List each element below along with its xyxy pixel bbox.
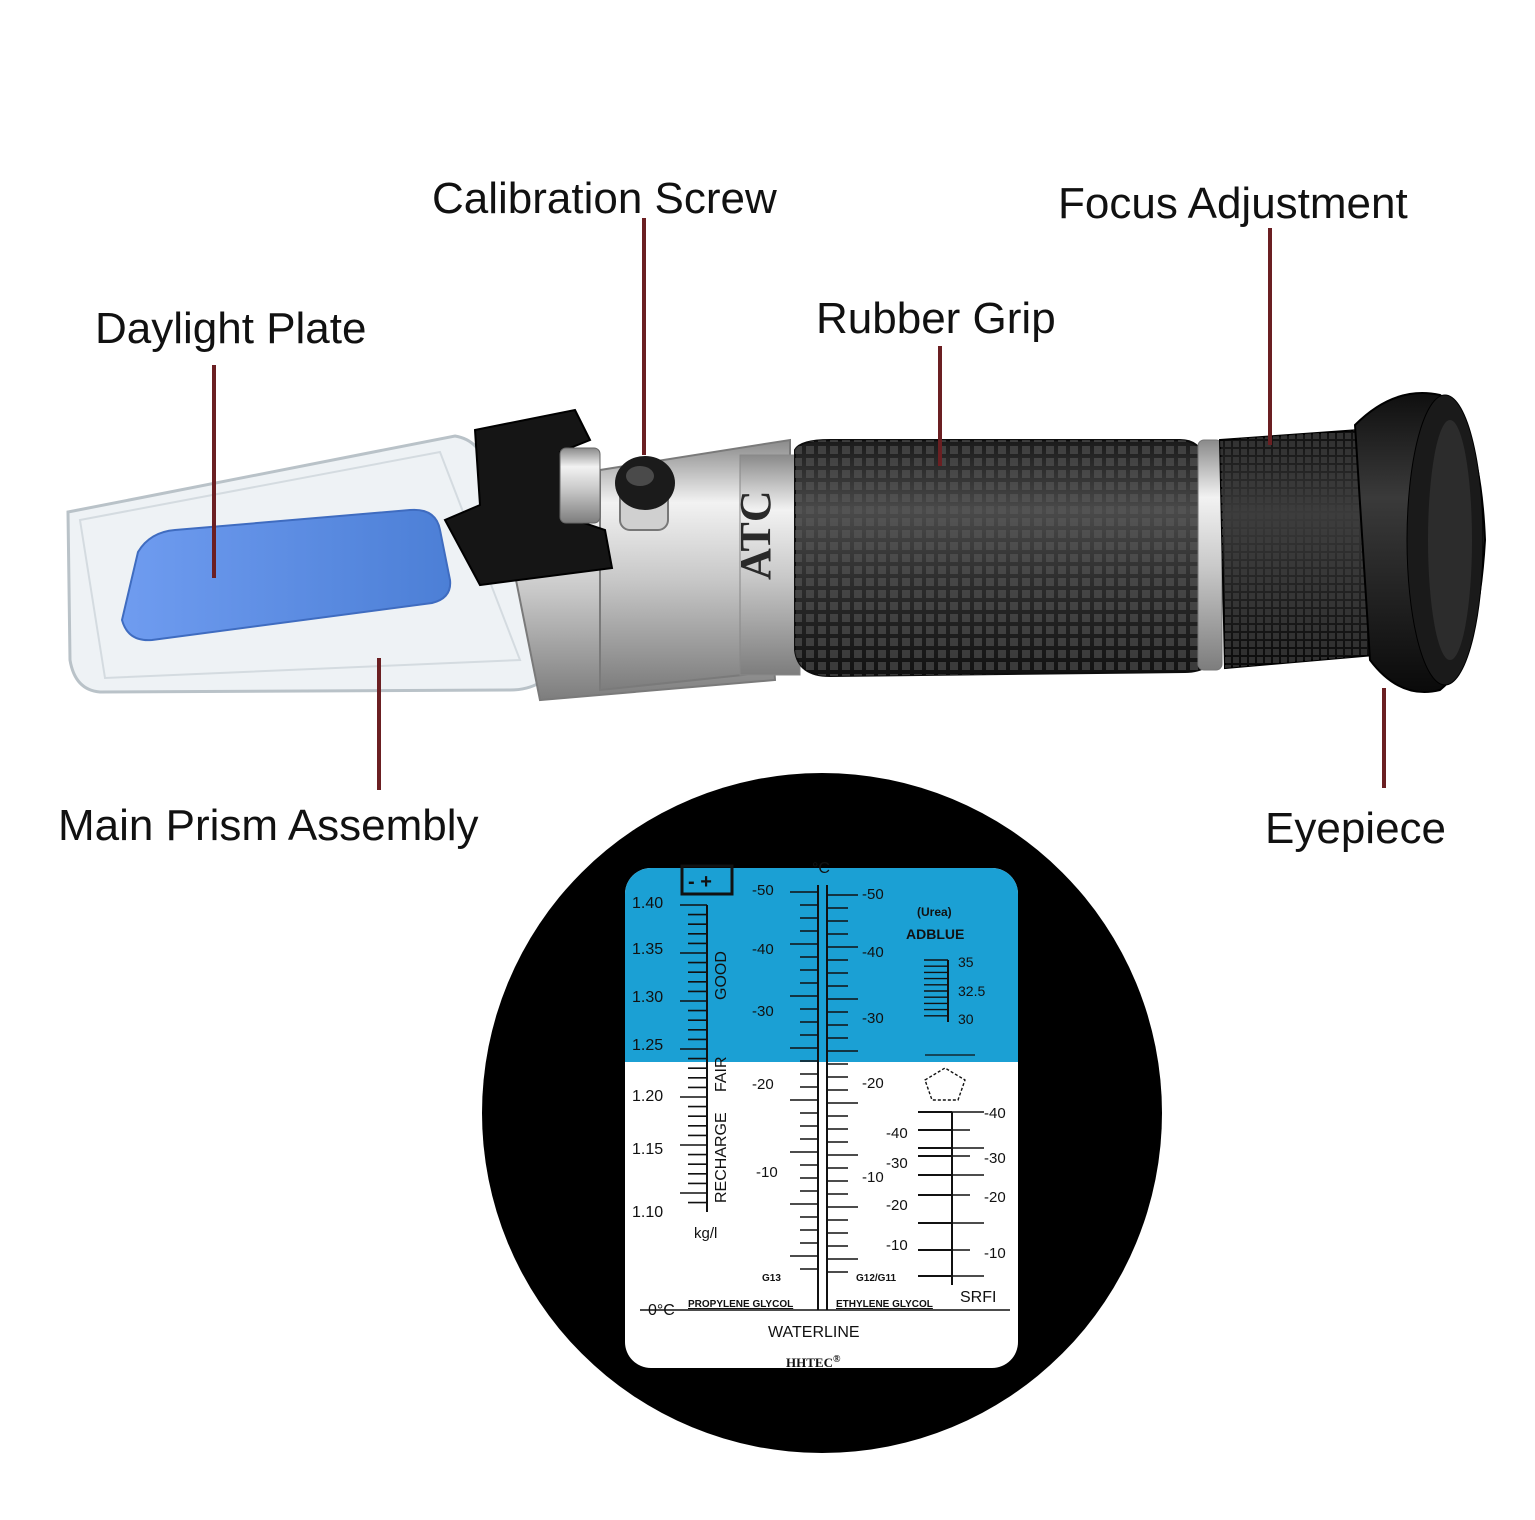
scale-view: °C - + 1.40 1.35 1.30 1.25 1.20 1.15 1.1… bbox=[482, 773, 1162, 1453]
srfi-right-label: -30 bbox=[984, 1150, 1006, 1167]
ethylene-scale-labels: -50 -40 -30 -20 -10 G12/G11 ETHYLENE GLY… bbox=[836, 886, 933, 1310]
propylene-label: PROPYLENE GLYCOL bbox=[688, 1299, 793, 1310]
adblue-sub: (Urea) bbox=[917, 905, 952, 919]
srfi-left-label: -40 bbox=[886, 1125, 908, 1142]
battery-tick-label: 1.10 bbox=[632, 1204, 663, 1221]
srfi-left-label: -10 bbox=[886, 1237, 908, 1254]
battery-symbol: - + bbox=[688, 871, 712, 893]
scale-ticks bbox=[640, 885, 1010, 1311]
srfi-right-label: -20 bbox=[984, 1189, 1006, 1206]
adblue-tick-label: 35 bbox=[958, 954, 974, 970]
label-rubber-grip: Rubber Grip bbox=[816, 294, 1056, 343]
ethylene-tick-label: -50 bbox=[862, 886, 884, 903]
ethylene-tick-label: -30 bbox=[862, 1010, 884, 1027]
waterline-label: WATERLINE bbox=[768, 1324, 860, 1341]
eyepiece-cup bbox=[1353, 392, 1487, 693]
srfi-scale: -40 -30 -20 -10 -40 -30 -20 -10 SRFI bbox=[886, 1105, 1006, 1306]
srfi-label: SRFI bbox=[960, 1289, 996, 1306]
srfi-left-label: -30 bbox=[886, 1155, 908, 1172]
label-eyepiece: Eyepiece bbox=[1265, 804, 1446, 853]
propylene-scale-labels: -50 -40 -30 -20 -10 G13 PROPYLENE GLYCOL bbox=[688, 882, 793, 1310]
zone-recharge: RECHARGE bbox=[713, 1112, 730, 1203]
battery-tick-label: 1.25 bbox=[632, 1037, 663, 1054]
ethylene-label: ETHYLENE GLYCOL bbox=[836, 1299, 933, 1310]
focus-adjustment-ring bbox=[1218, 428, 1377, 670]
battery-tick-label: 1.20 bbox=[632, 1088, 663, 1105]
atc-label: ATC bbox=[731, 490, 780, 580]
battery-tick-label: 1.40 bbox=[632, 895, 663, 912]
propylene-tick-label: -50 bbox=[752, 882, 774, 899]
battery-tick-label: 1.35 bbox=[632, 941, 663, 958]
label-daylight-plate: Daylight Plate bbox=[95, 304, 366, 353]
propylene-tick-label: -10 bbox=[756, 1164, 778, 1181]
calibration-screw bbox=[615, 456, 675, 531]
adblue-tick-label: 30 bbox=[958, 1011, 974, 1027]
adblue-title: ADBLUE bbox=[906, 926, 964, 942]
adblue-tick-label: 32.5 bbox=[958, 983, 985, 999]
prism-hinge bbox=[443, 408, 614, 587]
battery-scale-labels: 1.40 1.35 1.30 1.25 1.20 1.15 1.10 kg/l bbox=[632, 895, 717, 1242]
brand-label: HHTEC® bbox=[786, 1354, 841, 1370]
callouts: Calibration Screw Focus Adjustment Dayli… bbox=[58, 174, 1446, 853]
label-calibration-screw: Calibration Screw bbox=[432, 174, 777, 223]
srfi-right-label: -10 bbox=[984, 1245, 1006, 1262]
prism-marker-icon bbox=[924, 1067, 966, 1101]
ethylene-spec: G12/G11 bbox=[856, 1273, 896, 1284]
refractometer-body: ATC bbox=[66, 392, 1487, 702]
daylight-plate-surface bbox=[120, 508, 452, 642]
ethylene-tick-label: -40 bbox=[862, 944, 884, 961]
rubber-grip bbox=[794, 439, 1217, 678]
propylene-tick-label: -30 bbox=[752, 1003, 774, 1020]
zone-fair: FAIR bbox=[713, 1056, 730, 1092]
label-main-prism: Main Prism Assembly bbox=[58, 801, 479, 850]
ethylene-tick-label: -10 bbox=[862, 1169, 884, 1186]
zone-good: GOOD bbox=[713, 951, 730, 1000]
propylene-tick-label: -40 bbox=[752, 941, 774, 958]
adblue-scale: (Urea) ADBLUE 35 32.5 30 bbox=[906, 905, 985, 1027]
battery-tick-label: 1.30 bbox=[632, 989, 663, 1006]
battery-icon: - + bbox=[680, 864, 734, 896]
srfi-left-label: -20 bbox=[886, 1197, 908, 1214]
propylene-spec: G13 bbox=[762, 1273, 781, 1284]
battery-unit: kg/l bbox=[694, 1225, 717, 1242]
propylene-tick-label: -20 bbox=[752, 1076, 774, 1093]
prism-cover bbox=[66, 434, 562, 694]
ethylene-tick-label: -20 bbox=[862, 1075, 884, 1092]
label-focus-adjustment: Focus Adjustment bbox=[1058, 179, 1408, 228]
battery-tick-label: 1.15 bbox=[632, 1141, 663, 1158]
srfi-right-label: -40 bbox=[984, 1105, 1006, 1122]
celsius-label: °C bbox=[812, 860, 830, 877]
zero-label: 0°C bbox=[648, 1302, 675, 1319]
